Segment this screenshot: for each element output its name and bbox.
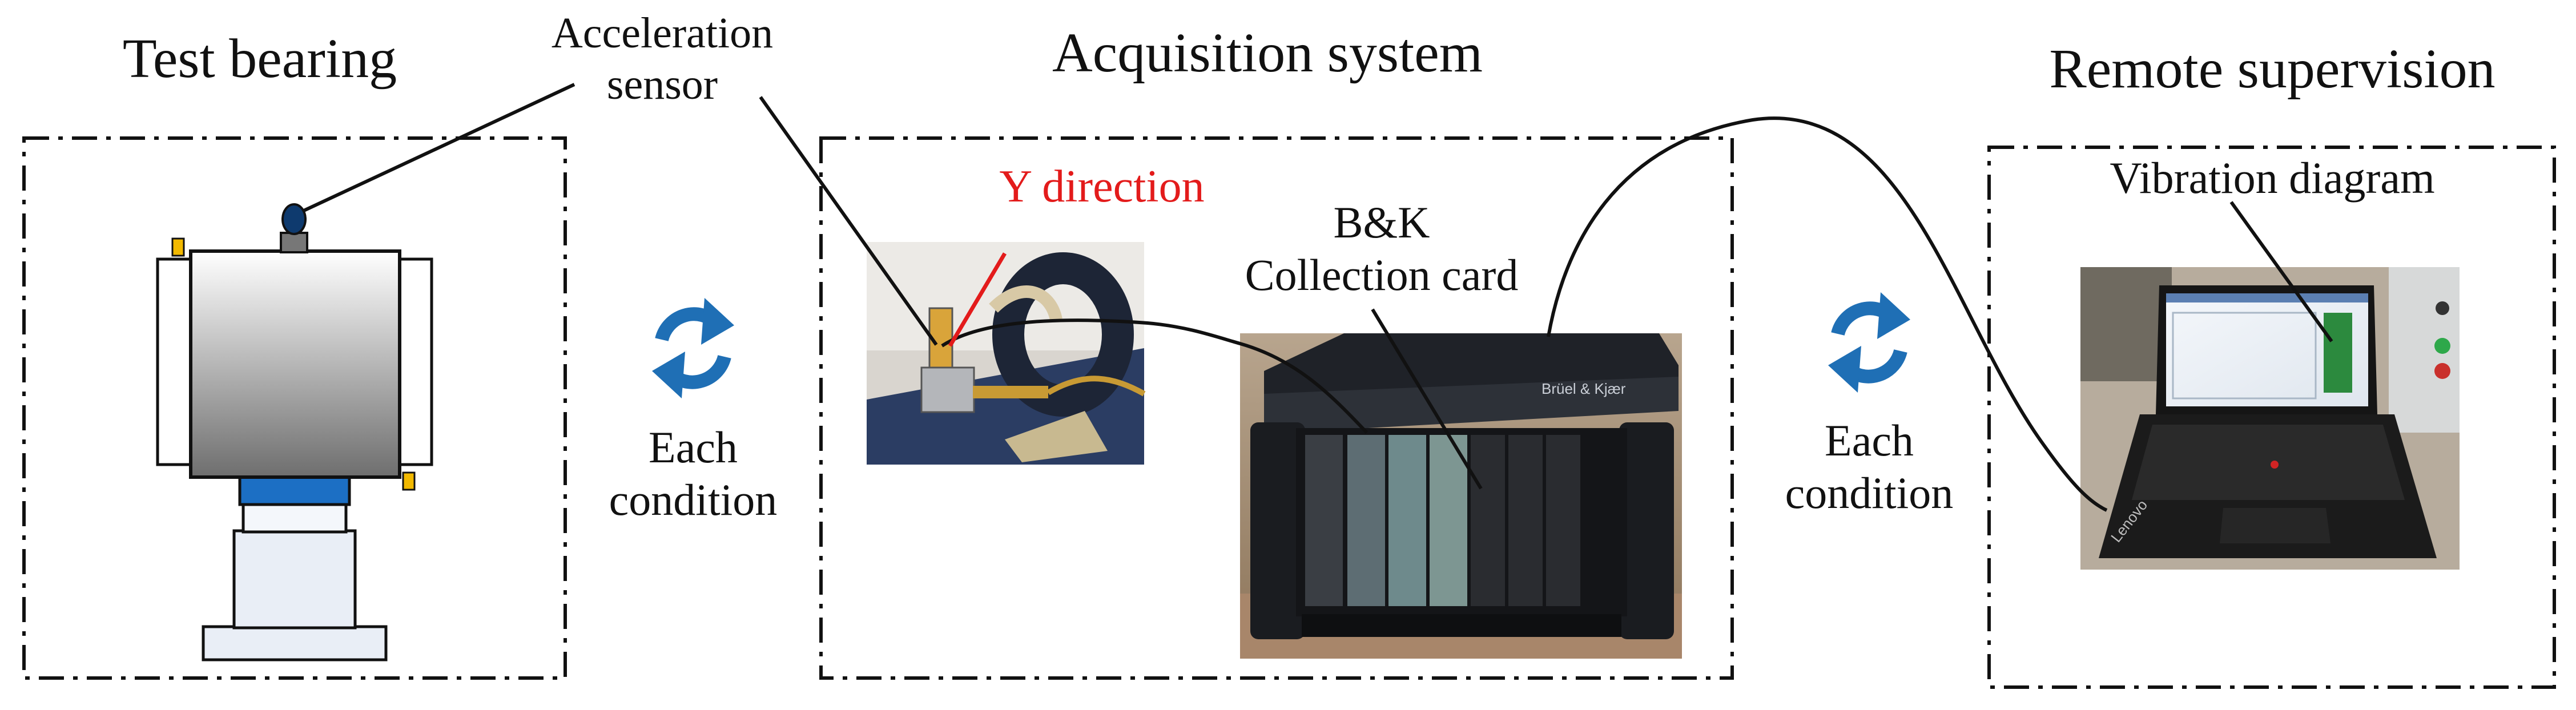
- cycle-arrows-icon: [1828, 292, 1910, 393]
- bearing-right-flange: [395, 257, 433, 466]
- acceleration-sensor-label-line1: Acceleration: [551, 9, 774, 57]
- bearing-base-plate: [202, 625, 388, 661]
- card-to-laptop-cable: [1547, 116, 2108, 512]
- remote-supervision-title: Remote supervision: [2049, 38, 2496, 100]
- each-condition-right-line1: Each: [1825, 415, 1914, 465]
- acquisition-system-title: Acquisition system: [1052, 22, 1483, 84]
- vibration-diagram-label: Vibration diagram: [2110, 153, 2435, 203]
- connecting-cables: [301, 83, 2108, 512]
- cycle-arrows-icon: [652, 298, 734, 398]
- test-bearing-title: Test bearing: [122, 28, 397, 90]
- bearing-left-marker: [171, 237, 185, 257]
- bearing-housing: [189, 249, 401, 479]
- bearing-right-marker: [402, 471, 416, 491]
- sensor-mount: [280, 232, 308, 253]
- bk-label-line1: B&K: [1333, 197, 1430, 247]
- test-bearing-frame: [22, 136, 567, 680]
- each-condition-left-line1: Each: [649, 422, 738, 472]
- card-leader-line: [1371, 308, 1483, 490]
- card-brand-text: Brüel & Kjær: [1541, 380, 1626, 397]
- bearing-pedestal: [232, 529, 357, 630]
- sensor-leader-line-right: [759, 96, 938, 346]
- each-condition-left-line2: condition: [609, 475, 778, 525]
- acceleration-sensor-label: Acceleration sensor: [502, 8, 822, 110]
- sensor-photo: [867, 242, 1146, 465]
- acquisition-system-frame: [819, 136, 1734, 680]
- laptop-photo: Lenovo: [2080, 267, 2460, 570]
- bk-collection-card-label: B&K Collection card: [1222, 196, 1541, 301]
- remote-supervision-frame: [1987, 146, 2556, 689]
- acceleration-sensor-label-line2: sensor: [606, 60, 718, 108]
- each-condition-label-left: Each condition: [585, 421, 802, 526]
- y-direction-arrow: [948, 252, 1007, 347]
- bk-label-line2: Collection card: [1245, 250, 1519, 300]
- screen-leader-line: [2229, 201, 2333, 342]
- sensor-leader-line-left: [301, 83, 575, 213]
- each-condition-right-line2: condition: [1785, 468, 1954, 518]
- sensor-head: [281, 203, 307, 235]
- bearing-drawing: [156, 203, 433, 661]
- bearing-shaft-collar: [242, 502, 348, 534]
- bearing-blue-seat: [238, 474, 351, 506]
- collection-card-photo: Brüel & Kjær: [1240, 333, 1682, 659]
- y-direction-label: Y direction: [999, 162, 1205, 212]
- each-condition-label-right: Each condition: [1761, 414, 1978, 519]
- bearing-left-flange: [156, 257, 195, 466]
- sensor-to-card-cable: [941, 318, 1368, 434]
